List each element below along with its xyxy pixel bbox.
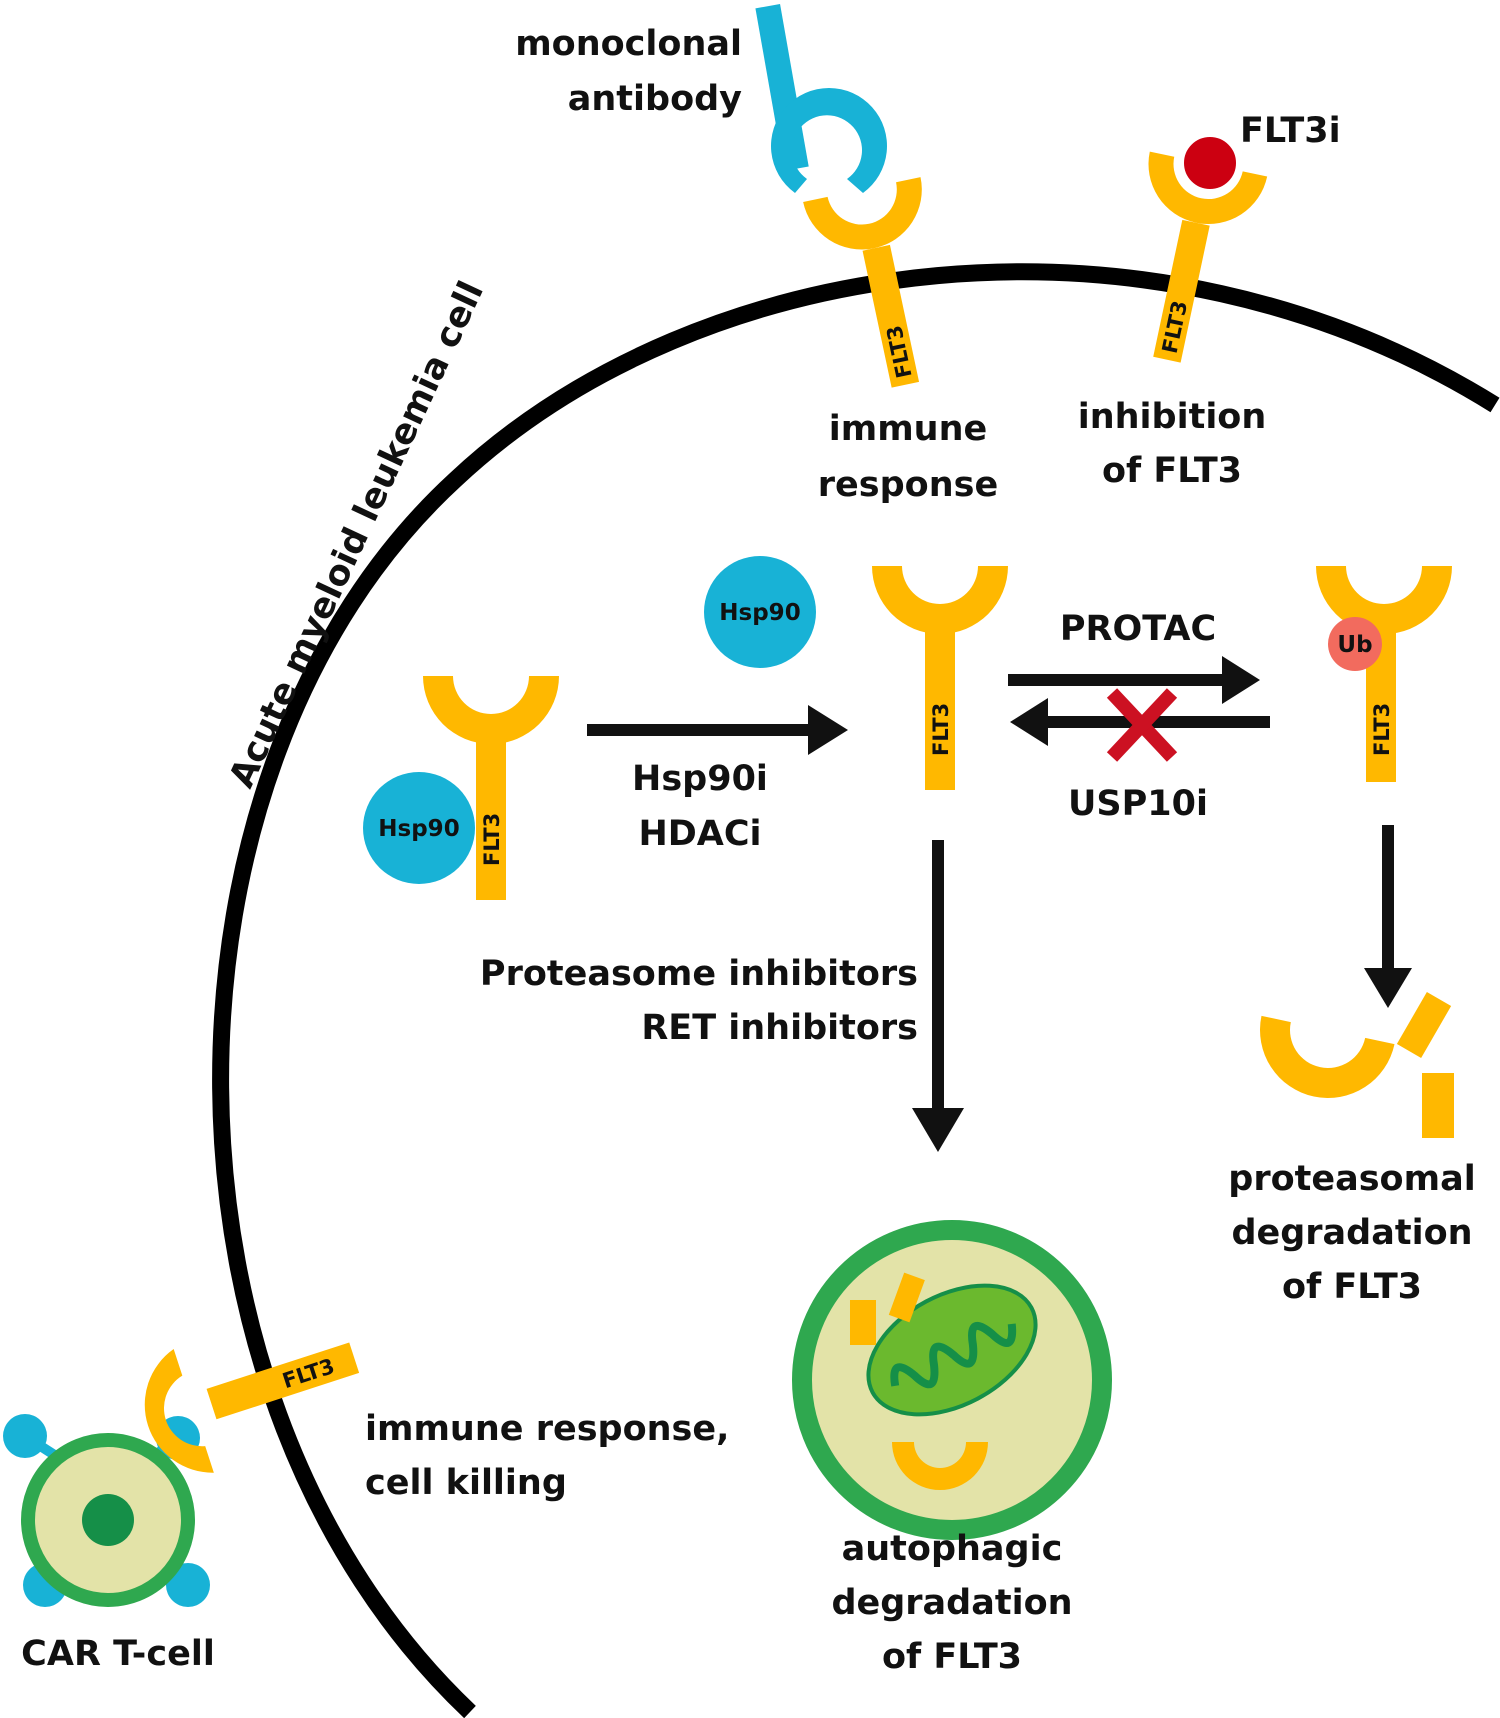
drug-proteasome-inhibitors: Proteasome inhibitors	[480, 954, 918, 994]
arrow-hsp90i	[587, 705, 848, 755]
arrow-proteasomal	[1364, 825, 1412, 1008]
flt3-label: FLT3	[929, 703, 953, 756]
tcell-nucleus	[82, 1494, 134, 1546]
hsp90-free	[704, 556, 816, 668]
proteasomal-line2: degradation	[1231, 1213, 1472, 1253]
ubiquitin-label: Ub	[1337, 632, 1372, 658]
ubiquitin	[1328, 617, 1382, 671]
immune-response-line1: immune	[829, 409, 988, 449]
flt3-label: FLT3	[1158, 299, 1193, 356]
autophagic-line1: autophagic	[842, 1529, 1063, 1569]
proteasomal-line1: proteasomal	[1228, 1159, 1475, 1199]
cell-membrane	[212, 263, 1500, 1718]
arrow-protac	[1008, 656, 1260, 704]
degraded-receptor-fragments	[1260, 992, 1454, 1138]
drug-ret-inhibitors: RET inhibitors	[641, 1008, 918, 1048]
flt3-label: FLT3	[882, 323, 917, 380]
car-t-outcome-line2: cell killing	[365, 1463, 567, 1503]
arrow-autophagic	[912, 840, 964, 1152]
monoclonal-antibody	[755, 4, 888, 193]
drug-protac: PROTAC	[1060, 609, 1216, 649]
drug-hdaci: HDACi	[638, 814, 761, 854]
car-t-cell	[3, 1414, 210, 1607]
autophagosome	[792, 1220, 1112, 1540]
flt3-receptor-free: FLT3	[872, 566, 1008, 790]
flt3-label: FLT3	[1370, 703, 1394, 756]
immune-response-line2: response	[818, 465, 998, 505]
autophagic-line2: degradation	[831, 1583, 1072, 1623]
arrow-usp10-reverse	[1010, 698, 1270, 746]
proteasomal-line3: of FLT3	[1282, 1267, 1422, 1307]
inhibition-line2: of FLT3	[1102, 451, 1242, 491]
antibody-label-line1: monoclonal	[515, 24, 742, 64]
flt3-receptor-hsp90-bound: FLT3	[423, 676, 559, 900]
antibody-label-line2: antibody	[568, 79, 742, 119]
usp10-block-cross	[1106, 688, 1178, 762]
autophagic-line3: of FLT3	[882, 1637, 1022, 1677]
flt3-receptor-inhibited: FLT3	[1148, 151, 1268, 363]
drug-usp10i: USP10i	[1068, 784, 1208, 824]
hsp90-bound	[363, 772, 475, 884]
flt3i-label: FLT3i	[1240, 111, 1341, 151]
car-t-label: CAR T-cell	[21, 1634, 215, 1674]
flt3-receptor-ubiquitinated: FLT3	[1316, 566, 1452, 782]
flt3-inhibitor-molecule	[1180, 133, 1240, 193]
inhibition-line1: inhibition	[1078, 397, 1267, 437]
flt3-label: FLT3	[480, 813, 504, 866]
car-t-outcome-line1: immune response,	[365, 1409, 729, 1449]
drug-hsp90i: Hsp90i	[632, 759, 768, 799]
hsp90-label: Hsp90	[719, 600, 800, 626]
hsp90-label: Hsp90	[378, 816, 459, 842]
